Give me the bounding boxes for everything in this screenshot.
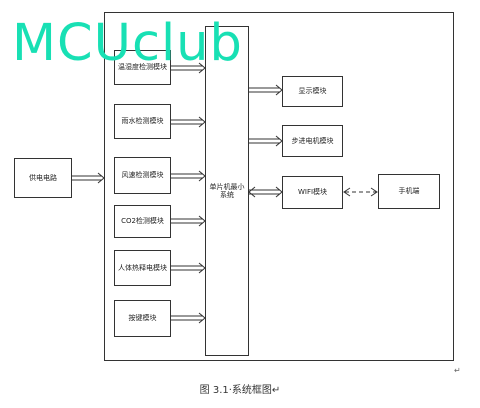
pir-module-block: 人体热释电模块 xyxy=(114,250,171,286)
rain-module-label: 雨水检测模块 xyxy=(121,117,164,126)
display-module-block: 显示模块 xyxy=(282,76,343,107)
co2-module-label: CO2检测模块 xyxy=(121,217,164,226)
wifi-module-block: WIFI模块 xyxy=(282,176,343,209)
arrow-rain-to-mcu xyxy=(171,119,203,125)
temp-humidity-module-block: 温湿度检测模块 xyxy=(114,50,171,85)
power-supply-label: 供电电路 xyxy=(29,173,57,182)
stepper-motor-module-block: 步进电机模块 xyxy=(282,125,343,157)
arrow-mcu-to-stepper xyxy=(249,138,280,144)
wind-speed-module-block: 风速检测模块 xyxy=(114,157,171,194)
arrow-power-to-system xyxy=(72,175,102,181)
phone-block: 手机端 xyxy=(378,174,440,209)
paragraph-mark: ↵ xyxy=(454,366,461,375)
wind-speed-module-label: 风速检测模块 xyxy=(121,171,164,180)
wifi-module-label: WIFI模块 xyxy=(297,188,328,197)
arrow-mcu-wifi xyxy=(249,189,280,195)
key-module-label: 按键模块 xyxy=(128,314,157,323)
arrow-key-to-mcu xyxy=(171,315,203,321)
phone-label: 手机端 xyxy=(398,187,420,196)
display-module-label: 显示模块 xyxy=(298,87,327,96)
arrow-temp-to-mcu xyxy=(171,65,203,71)
stepper-motor-module-label: 步进电机模块 xyxy=(291,136,334,145)
rain-module-block: 雨水检测模块 xyxy=(114,104,171,139)
key-module-block: 按键模块 xyxy=(114,300,171,337)
arrow-pir-to-mcu xyxy=(171,265,203,271)
arrow-co2-to-mcu xyxy=(171,218,203,224)
arrow-mcu-to-display xyxy=(249,87,280,93)
pir-module-label: 人体热释电模块 xyxy=(118,263,167,272)
temp-humidity-module-label: 温湿度检测模块 xyxy=(118,63,167,72)
power-supply-block: 供电电路 xyxy=(14,158,72,198)
mcu-block: 单片机最小系统 xyxy=(205,26,249,356)
figure-caption: 图 3.1·系统框图↵ xyxy=(199,385,281,396)
arrow-wind-to-mcu xyxy=(171,173,203,179)
co2-module-block: CO2检测模块 xyxy=(114,205,171,238)
system-boundary-frame xyxy=(104,12,454,361)
mcu-label: 单片机最小系统 xyxy=(209,182,245,199)
